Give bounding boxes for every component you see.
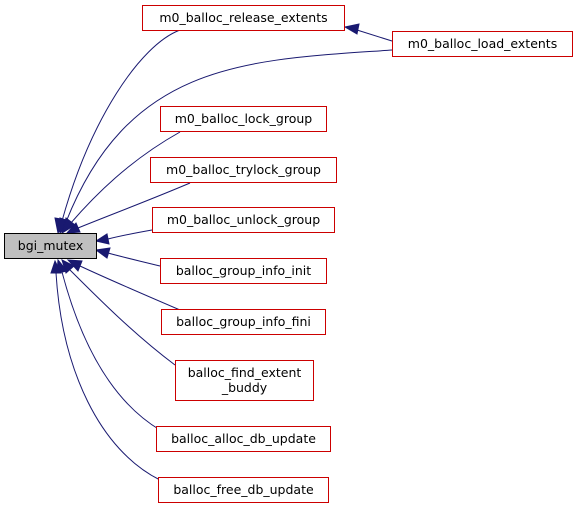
edge-load-to-release-arrow xyxy=(343,23,360,35)
node-balloc-alloc-db-update-label: balloc_alloc_db_update xyxy=(171,431,316,446)
node-m0-balloc-trylock-group[interactable]: m0_balloc_trylock_group xyxy=(150,157,337,183)
edge-alloc-to-root xyxy=(61,271,161,431)
edge-release-to-root xyxy=(61,29,181,222)
edge-trylock-to-root-arrow xyxy=(65,222,81,234)
node-balloc-find-extent-buddy-label-line1: balloc_find_extent xyxy=(188,365,302,380)
edge-unlock-to-root xyxy=(107,229,153,240)
edge-lock-to-root xyxy=(69,131,181,225)
edge-load-to-release xyxy=(356,29,393,42)
edge-init-to-root xyxy=(107,252,161,267)
node-m0-balloc-unlock-group-label: m0_balloc_unlock_group xyxy=(167,212,320,227)
edge-fini-to-root xyxy=(79,265,181,311)
edge-init-to-root-arrow xyxy=(94,247,111,259)
node-m0-balloc-lock-group-label: m0_balloc_lock_group xyxy=(175,111,313,126)
node-m0-balloc-lock-group[interactable]: m0_balloc_lock_group xyxy=(160,106,327,132)
node-m0-balloc-load-extents[interactable]: m0_balloc_load_extents xyxy=(392,31,573,57)
node-balloc-group-info-init-label: balloc_group_info_init xyxy=(176,263,311,278)
edges xyxy=(50,23,393,481)
node-balloc-group-info-fini-label: balloc_group_info_fini xyxy=(176,314,311,329)
edge-free-to-root xyxy=(55,272,161,481)
node-m0-balloc-release-extents[interactable]: m0_balloc_release_extents xyxy=(142,5,345,31)
node-bgi-mutex-label: bgi_mutex xyxy=(18,238,83,253)
node-balloc-find-extent-buddy-label-line2: _buddy xyxy=(221,380,268,395)
node-m0-balloc-unlock-group[interactable]: m0_balloc_unlock_group xyxy=(152,207,335,233)
node-balloc-find-extent-buddy[interactable]: balloc_find_extent _buddy xyxy=(175,360,314,401)
node-m0-balloc-release-extents-label: m0_balloc_release_extents xyxy=(159,10,327,25)
edge-buddy-to-root xyxy=(69,269,176,366)
node-balloc-group-info-init[interactable]: balloc_group_info_init xyxy=(160,258,327,284)
node-balloc-group-info-fini[interactable]: balloc_group_info_fini xyxy=(161,309,326,335)
node-m0-balloc-trylock-group-label: m0_balloc_trylock_group xyxy=(166,162,321,177)
node-m0-balloc-load-extents-label: m0_balloc_load_extents xyxy=(408,36,557,51)
node-balloc-alloc-db-update[interactable]: balloc_alloc_db_update xyxy=(156,426,331,452)
edge-trylock-to-root xyxy=(77,182,191,229)
edge-free-to-root-arrow xyxy=(50,259,62,274)
node-balloc-free-db-update-label: balloc_free_db_update xyxy=(173,482,314,497)
edge-lock-to-root-arrow xyxy=(61,217,76,235)
node-balloc-free-db-update[interactable]: balloc_free_db_update xyxy=(158,477,329,503)
edge-load-to-root xyxy=(65,49,393,223)
edge-unlock-to-root-arrow xyxy=(94,233,110,245)
node-bgi-mutex[interactable]: bgi_mutex xyxy=(4,233,97,259)
